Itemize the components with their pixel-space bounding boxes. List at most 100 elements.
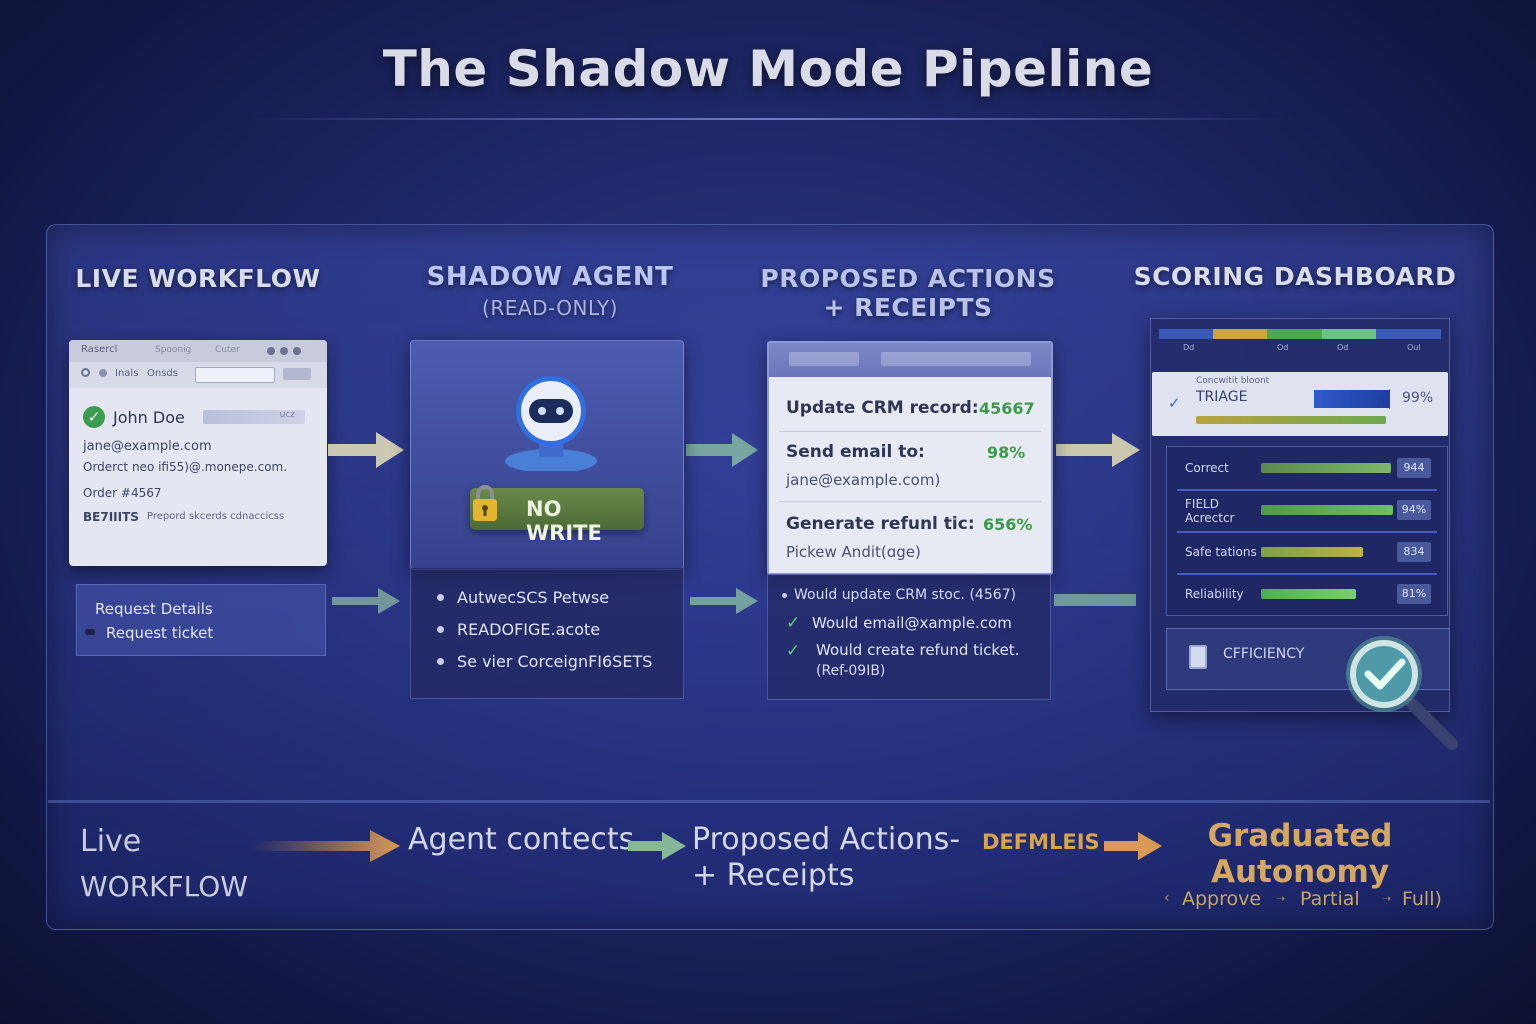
search-input[interactable] bbox=[195, 367, 275, 383]
metric-value: 834 bbox=[1397, 542, 1431, 562]
triage-label: TRIAGE bbox=[1196, 389, 1248, 405]
strip-label: Od bbox=[1337, 343, 1349, 352]
order-number: Order #4567 bbox=[83, 486, 162, 500]
shadow-agent-card bbox=[410, 340, 684, 570]
triage-value: 99% bbox=[1402, 390, 1434, 406]
metric-value: 944 bbox=[1397, 458, 1431, 478]
proposed-heading-line1: PROPOSED ACTIONS bbox=[760, 264, 1056, 293]
metric-divider bbox=[1177, 531, 1437, 533]
request-details-title: Request Details bbox=[95, 600, 213, 618]
chevron-left-icon: ‹ bbox=[1164, 890, 1170, 906]
lock-icon bbox=[473, 485, 497, 521]
title-divider bbox=[240, 118, 1296, 120]
triage-progress bbox=[1196, 416, 1386, 424]
section-divider bbox=[48, 800, 1490, 803]
arrow-right-icon bbox=[250, 830, 400, 862]
defaults-label: DEFMLEIS bbox=[982, 830, 1100, 854]
strip-label: Od bbox=[1277, 343, 1289, 352]
triage-card[interactable]: Concwitit bloont ✓ TRIAGE 99% bbox=[1152, 372, 1448, 436]
arrow-right-icon bbox=[1056, 433, 1140, 467]
metric-label: Acrectcr bbox=[1185, 511, 1235, 525]
metric-bar bbox=[1261, 505, 1393, 515]
request-ticket-item[interactable]: Request ticket bbox=[106, 624, 214, 642]
strip-label: Oul bbox=[1407, 343, 1421, 352]
connector-bar bbox=[1054, 594, 1136, 606]
arrow-right-icon bbox=[690, 588, 758, 614]
metric-label: Correct bbox=[1185, 461, 1229, 475]
window-control-icon[interactable] bbox=[267, 347, 275, 355]
metric-bar bbox=[1261, 547, 1363, 557]
receipt-item: Would update CRM stoc. (4567) bbox=[794, 587, 1016, 603]
approve-step: Approve bbox=[1182, 888, 1262, 910]
check-circle-icon: ✓ bbox=[83, 406, 105, 428]
metric-bar bbox=[1261, 463, 1391, 473]
contact-name: John Doe bbox=[113, 408, 185, 427]
contact-tag: ucz bbox=[203, 410, 305, 424]
checkmark-icon: ✓ bbox=[1168, 394, 1181, 412]
no-write-label: NO WRITE bbox=[526, 497, 602, 545]
arrow-small-icon: ➝ bbox=[1382, 892, 1392, 905]
bullet-icon bbox=[782, 593, 787, 598]
action-value: 45667 bbox=[979, 399, 1035, 418]
partial-step: Partial bbox=[1300, 888, 1360, 910]
triage-bar-track bbox=[1314, 390, 1390, 408]
bullet-icon bbox=[437, 658, 444, 665]
arrow-right-icon bbox=[328, 432, 404, 468]
metric-label: Reliability bbox=[1185, 587, 1244, 601]
header-tab[interactable] bbox=[881, 352, 1031, 366]
bottom-workflow-label: WORKFLOW bbox=[80, 870, 248, 903]
triage-bar-fill bbox=[1314, 390, 1390, 408]
receipts-list: Would update CRM stoc. (4567) ✓ Would em… bbox=[767, 574, 1051, 700]
graduated-label: Graduated bbox=[1207, 818, 1393, 854]
shadow-agent-heading: SHADOW AGENT bbox=[426, 262, 674, 292]
status-strip bbox=[1159, 329, 1442, 339]
full-step: Full) bbox=[1402, 888, 1442, 910]
capability-item: AutwecSCS Petwse bbox=[457, 588, 610, 607]
robot-icon bbox=[505, 376, 597, 471]
window-control-icon[interactable] bbox=[293, 347, 301, 355]
efficiency-label: CFFICIENCY bbox=[1223, 646, 1305, 662]
scoring-dashboard-heading: SCORING DASHBOARD bbox=[1133, 262, 1457, 291]
header-tab[interactable] bbox=[789, 352, 859, 366]
titlebar-label-2: Spoonig bbox=[155, 345, 192, 355]
action-value: 98% bbox=[987, 443, 1026, 462]
search-icon[interactable] bbox=[81, 368, 90, 377]
action-value: 656% bbox=[983, 515, 1033, 534]
order-detail-line: Orderct neo ifi55)@.monepe.com. bbox=[83, 460, 288, 474]
metric-value: 94% bbox=[1397, 500, 1431, 520]
bottom-agent-label: Agent contects bbox=[408, 822, 635, 857]
proposed-actions-card: Update CRM record: 45667 Send email to: … bbox=[767, 341, 1053, 575]
details-label: BE7IIITS bbox=[83, 510, 139, 524]
live-workflow-heading: LIVE WORKFLOW bbox=[75, 264, 321, 293]
metric-divider bbox=[1177, 489, 1437, 491]
capability-item: Se vier CorceignFI6SETS bbox=[457, 652, 653, 671]
bottom-proposed-label: Proposed Actions- bbox=[692, 822, 961, 857]
window-control-icon[interactable] bbox=[280, 347, 288, 355]
metric-bar bbox=[1261, 589, 1356, 599]
pointer-icon bbox=[1380, 389, 1390, 409]
action-label: Generate refunl tic: bbox=[786, 514, 975, 534]
page-title: The Shadow Mode Pipeline bbox=[382, 40, 1154, 98]
shadow-agent-subheading: (READ-ONLY) bbox=[482, 296, 618, 320]
receipt-ref: (Ref-09IB) bbox=[816, 663, 886, 679]
proposed-heading-line2: + RECEIPTS bbox=[823, 293, 993, 322]
receipt-item: Would email@xample.com bbox=[812, 614, 1012, 632]
shadow-agent-capabilities: AutwecSCS Petwse READOFIGE.acote Se vier… bbox=[410, 568, 684, 699]
toolbar-label-2: Onsds bbox=[147, 368, 178, 379]
toolbar-button[interactable] bbox=[283, 368, 311, 380]
toolbar-label: Inals bbox=[115, 368, 139, 379]
receipt-item: Would create refund ticket. bbox=[816, 641, 1020, 659]
autonomy-label: Autonomy bbox=[1210, 854, 1390, 890]
metric-divider bbox=[1177, 573, 1437, 575]
contact-email: jane@example.com bbox=[83, 439, 212, 454]
document-icon bbox=[1189, 645, 1207, 669]
details-text: Prepord skcerds cdnaccicss bbox=[147, 511, 285, 522]
capability-item: READOFIGE.acote bbox=[457, 620, 601, 639]
bullet-icon bbox=[437, 626, 444, 633]
arrow-right-icon bbox=[332, 588, 400, 614]
card-header-bar bbox=[769, 343, 1051, 377]
crm-window: Rasercl Spoonig Cuter Inals Onsds ✓ John… bbox=[69, 340, 327, 566]
strip-label: Dd bbox=[1183, 343, 1195, 352]
metric-value: 81% bbox=[1397, 584, 1431, 604]
